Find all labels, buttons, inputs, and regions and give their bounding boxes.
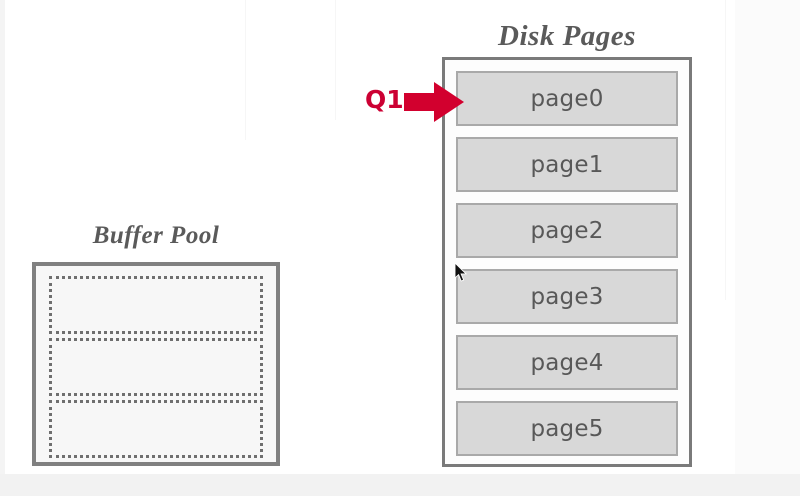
buffer-pool-container bbox=[32, 262, 280, 466]
disk-page-slot-0[interactable]: page0 bbox=[456, 71, 678, 126]
disk-page-label: page4 bbox=[530, 349, 604, 376]
buffer-frame-slot-0[interactable] bbox=[49, 276, 263, 334]
query-label: Q1 bbox=[365, 85, 404, 114]
disk-page-label: page5 bbox=[530, 415, 604, 442]
disk-page-label: page3 bbox=[530, 283, 604, 310]
slide-canvas: Disk Pages page0 page1 page2 page3 page4… bbox=[5, 0, 735, 474]
background-artifact bbox=[725, 0, 726, 300]
disk-page-label: page2 bbox=[530, 217, 604, 244]
buffer-frame-slot-2[interactable] bbox=[49, 400, 263, 458]
disk-page-slot-3[interactable]: page3 bbox=[456, 269, 678, 324]
disk-page-label: page1 bbox=[530, 151, 604, 178]
background-artifact bbox=[245, 0, 246, 140]
disk-pages-container: page0 page1 page2 page3 page4 page5 bbox=[442, 57, 692, 467]
canvas-bottom-gutter bbox=[0, 474, 800, 496]
disk-page-slot-1[interactable]: page1 bbox=[456, 137, 678, 192]
disk-pages-title: Disk Pages bbox=[498, 20, 636, 52]
background-artifact bbox=[335, 0, 336, 120]
canvas-left-gutter bbox=[0, 0, 5, 474]
buffer-pool-title: Buffer Pool bbox=[92, 222, 220, 249]
right-arrow-icon bbox=[404, 82, 464, 122]
disk-page-slot-4[interactable]: page4 bbox=[456, 335, 678, 390]
canvas-right-gutter bbox=[735, 0, 800, 474]
disk-page-slot-2[interactable]: page2 bbox=[456, 203, 678, 258]
disk-page-label: page0 bbox=[530, 85, 604, 112]
buffer-frame-slot-1[interactable] bbox=[49, 338, 263, 396]
disk-page-slot-5[interactable]: page5 bbox=[456, 401, 678, 456]
